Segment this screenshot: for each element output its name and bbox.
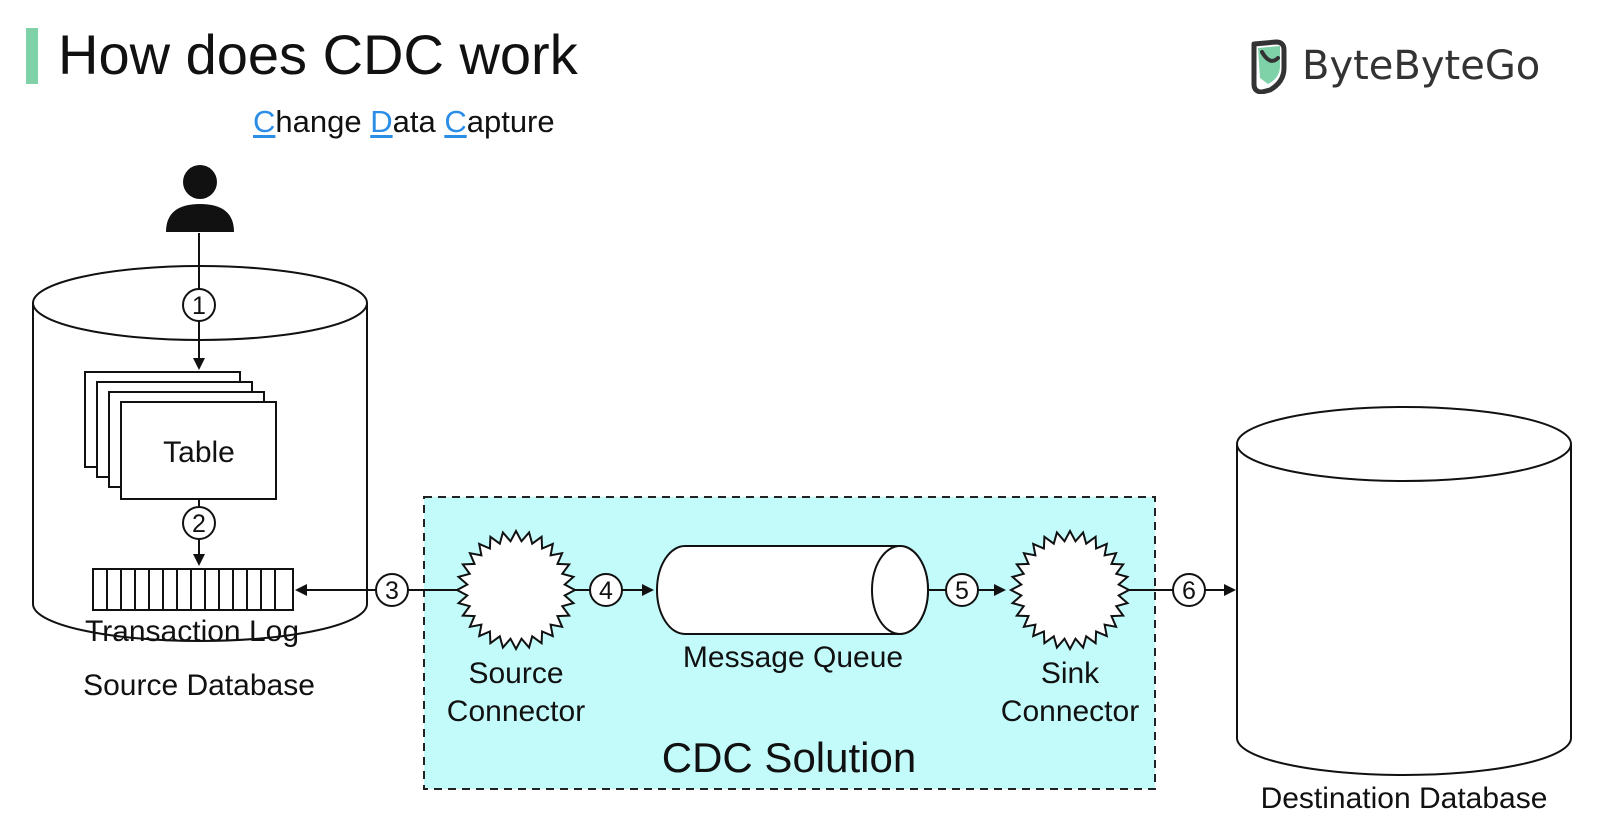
subtitle-initial-d: D: [370, 104, 393, 139]
step-marker-3: 3: [375, 573, 409, 607]
destination-database-label: Destination Database: [1261, 782, 1548, 815]
sink-connector-burst: [1008, 528, 1132, 652]
source-connector-burst: [454, 528, 578, 652]
source-connector-label-line2: Connector: [447, 695, 585, 728]
step-4-label: 4: [599, 577, 613, 605]
step-5-label: 5: [955, 577, 969, 605]
connector-burst-shape: [454, 528, 578, 652]
table-label: Table: [163, 436, 235, 469]
subtitle-initial-c2: C: [444, 104, 467, 139]
step-6-label: 6: [1182, 577, 1196, 605]
brand-logo: ByteByteGo: [1248, 34, 1540, 98]
subtitle-text-1: hange: [275, 104, 371, 139]
step-marker-6: 6: [1172, 573, 1206, 607]
transaction-log-label: Transaction Log: [85, 615, 299, 648]
step-1-label: 1: [192, 292, 206, 320]
page-title: How does CDC work: [58, 23, 578, 86]
transaction-log: [92, 568, 294, 611]
person-icon: [166, 165, 234, 232]
brand-logo-text: ByteByteGo: [1302, 43, 1541, 89]
step-marker-2: 2: [182, 506, 216, 540]
table-stack: [84, 371, 277, 500]
subtitle-text-3: apture: [466, 104, 555, 139]
source-connector-label-line1: Source: [468, 657, 563, 690]
cdc-solution-label: CDC Solution: [662, 734, 916, 781]
page-subtitle: Change Data Capture: [253, 104, 555, 140]
sink-connector-label-line2: Connector: [1001, 695, 1139, 728]
subtitle-initial-c1: C: [253, 104, 276, 139]
step-marker-5: 5: [945, 573, 979, 607]
destination-database-cylinder: [1236, 406, 1572, 776]
sink-connector-label-line1: Sink: [1041, 657, 1100, 690]
step-3-label: 3: [385, 577, 399, 605]
step-2-label: 2: [192, 510, 206, 538]
subtitle-text-2: ata: [392, 104, 445, 139]
source-database-label: Source Database: [83, 669, 315, 702]
message-queue-cylinder: [656, 545, 929, 635]
bytebytego-logo-icon: [1251, 39, 1287, 94]
step-marker-1: 1: [182, 288, 216, 322]
step-marker-4: 4: [589, 573, 623, 607]
message-queue-label: Message Queue: [683, 641, 903, 674]
title-accent-bar: [26, 28, 38, 84]
connector-burst-shape: [1008, 528, 1132, 652]
